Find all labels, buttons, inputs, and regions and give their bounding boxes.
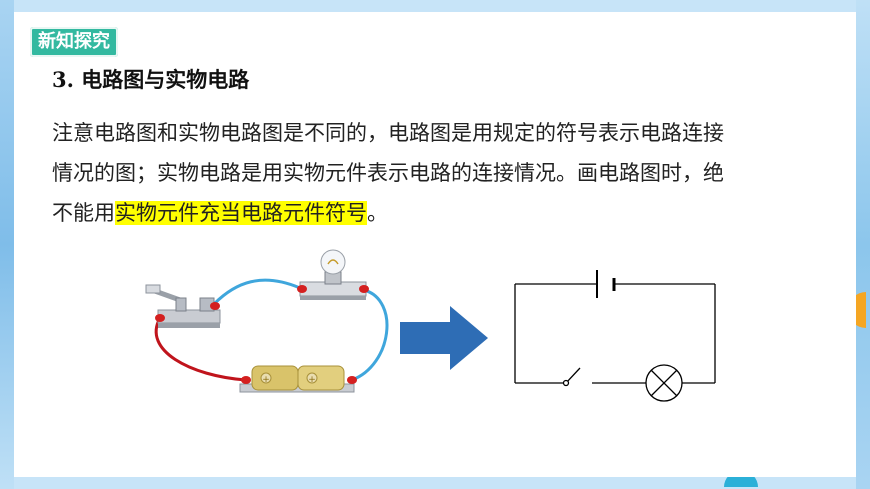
- switch-symbol-icon: [562, 367, 581, 387]
- right-decoration: [856, 0, 870, 489]
- section-tag: 新知探究: [30, 27, 118, 57]
- bottom-border: [0, 477, 870, 489]
- line3-prefix: 不能用: [52, 201, 115, 225]
- highlighted-text: 实物元件充当电路元件符号: [115, 201, 367, 225]
- svg-text:+: +: [308, 375, 316, 385]
- bulb-icon: [297, 249, 369, 300]
- heading-text: 电路图与实物电路: [81, 67, 250, 92]
- battery-symbol-icon: [596, 270, 616, 298]
- heading-number: 3.: [52, 67, 74, 92]
- section-heading: 3. 电路图与实物电路: [52, 64, 249, 94]
- svg-text:+: +: [262, 375, 270, 385]
- left-decoration: [0, 0, 14, 489]
- blue-wire-top: [212, 278, 301, 306]
- switch-icon: [145, 284, 221, 328]
- line3-suffix: 。: [367, 201, 388, 225]
- top-border: [0, 0, 870, 14]
- paragraph-line-3: 不能用实物元件充当电路元件符号。: [52, 193, 842, 233]
- blue-wire-right: [351, 288, 389, 382]
- battery-icon: + +: [239, 365, 357, 393]
- arrow-right-icon: [400, 306, 488, 370]
- circuit-diagram: [514, 283, 716, 384]
- content-panel: [14, 12, 856, 477]
- paragraph-line-2: 情况的图；实物电路是用实物元件表示电路的连接情况。画电路图时，绝: [52, 161, 724, 185]
- lamp-symbol-icon: [645, 364, 683, 402]
- paragraph-line-1: 注意电路图和实物电路图是不同的，电路图是用规定的符号表示电路连接: [52, 121, 724, 145]
- explanation-paragraph: 注意电路图和实物电路图是不同的，电路图是用规定的符号表示电路连接 情况的图；实物…: [52, 113, 842, 233]
- red-wire-left: [154, 317, 247, 382]
